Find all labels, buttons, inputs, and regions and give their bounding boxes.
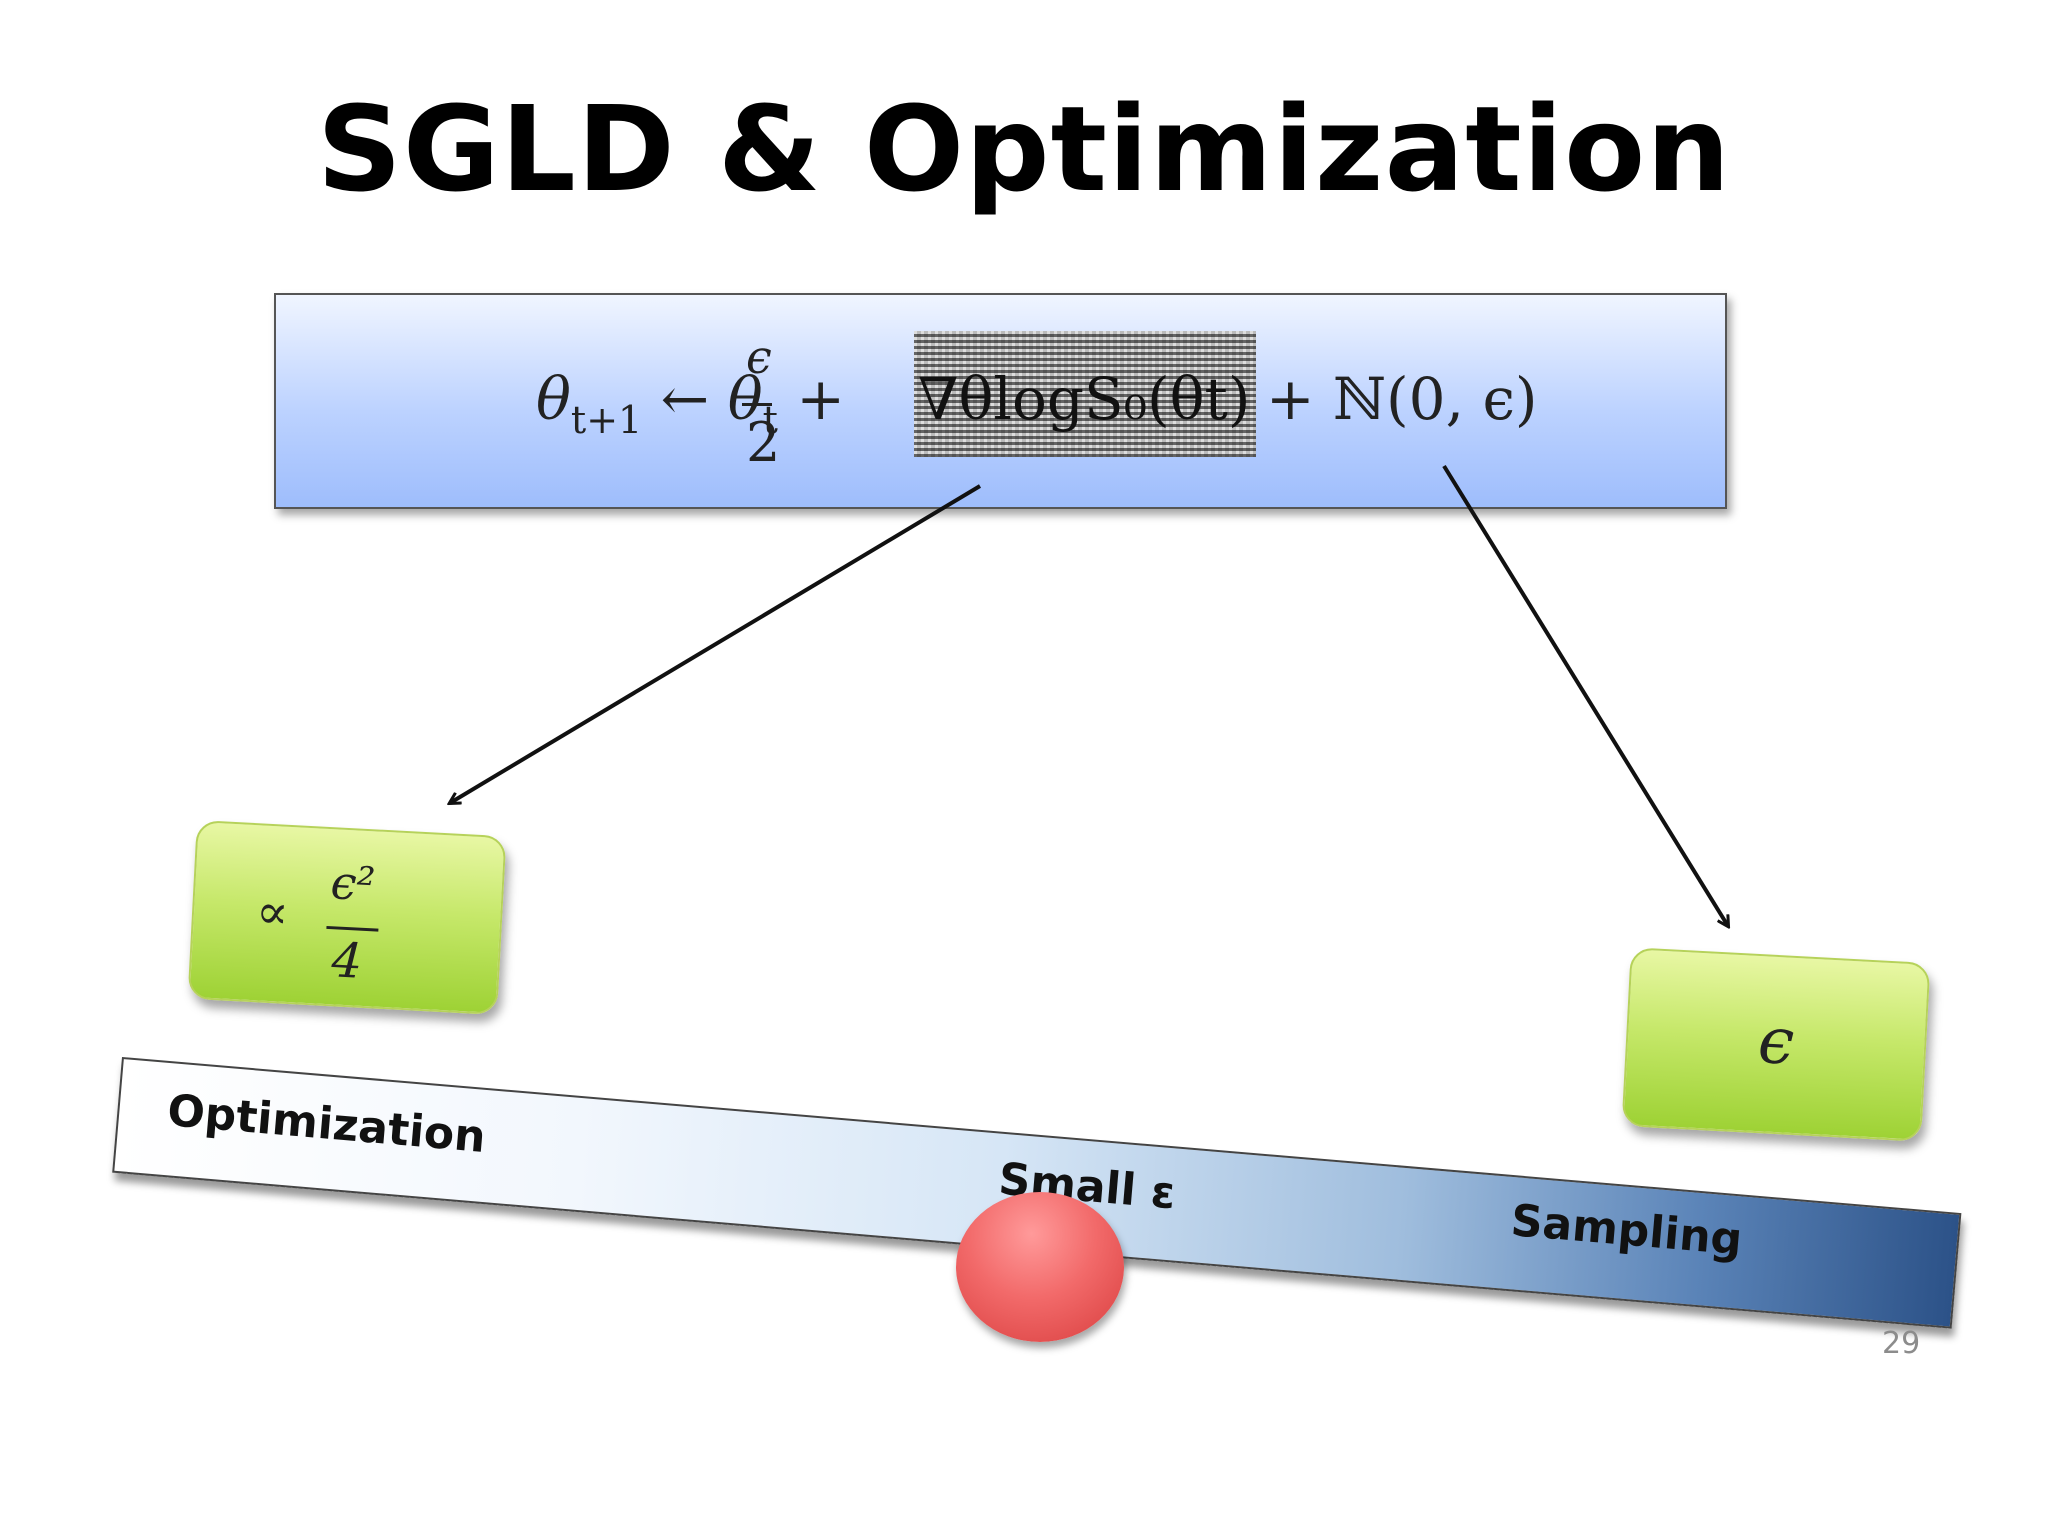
proportional-symbol: ∝ [254, 883, 291, 941]
epsilon-symbol: ϵ [1756, 1004, 1796, 1080]
equation-box: θt+1 ← θt + ϵ 2 ∇θlogS₀(θt) + ℕ(0, ϵ) [274, 293, 1727, 509]
theta-symbol: θ [536, 365, 571, 433]
sampling-label: Sampling [1508, 1195, 1745, 1266]
fraction-numerator: ϵ [746, 330, 772, 384]
fulcrum-ball [956, 1192, 1124, 1342]
fraction-denominator: 2 [746, 411, 781, 474]
sampling-weight-block: ϵ [1621, 947, 1931, 1142]
slide-number: 29 [1882, 1326, 1921, 1361]
noisy-gradient-highlight [914, 331, 1256, 457]
optimization-weight-block: ∝ ϵ² 4 [187, 820, 507, 1015]
plus-sign: + [777, 365, 845, 433]
noise-term: + ℕ(0, ϵ) [1266, 365, 1538, 433]
weight-denominator: 4 [330, 932, 364, 990]
optimization-label: Optimization [165, 1085, 488, 1163]
theta-t-symbol: θ [727, 365, 763, 433]
theta-t-subscript: t [762, 398, 778, 442]
gradient-term: ∇θlogS₀(θt) [918, 365, 1251, 433]
equation-lhs: θt+1 ← θt + [536, 365, 845, 442]
update-arrow: ← [642, 365, 728, 433]
slide-title: SGLD & Optimization [316, 80, 1732, 218]
arrow-to-optimization [450, 484, 982, 803]
epsilon-squared: ϵ² [329, 855, 377, 912]
arrow-to-sampling [1442, 464, 1728, 926]
weight-fraction-bar [326, 925, 379, 932]
fraction-bar [742, 403, 772, 406]
lhs-subscript: t+1 [570, 398, 643, 442]
